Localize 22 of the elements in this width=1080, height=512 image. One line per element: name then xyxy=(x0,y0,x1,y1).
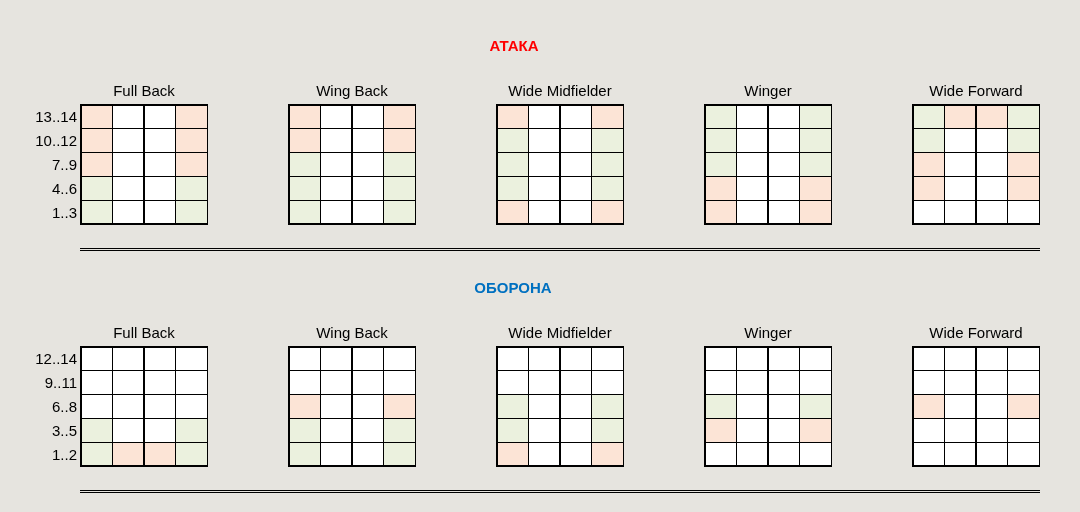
row-label: 9..11 xyxy=(44,374,77,392)
grid-heading: Wide Forward xyxy=(929,82,1023,100)
row-label: 7..9 xyxy=(51,156,77,174)
grid-heading: Wide Forward xyxy=(929,324,1023,342)
row-label: 13..14 xyxy=(35,108,77,126)
grid-heading: Wing Back xyxy=(316,82,388,100)
grid-heading: Winger xyxy=(744,324,792,342)
row-label: 10..12 xyxy=(35,132,77,150)
row-label: 3..5 xyxy=(51,422,77,440)
section-heading: ОБОРОНА xyxy=(474,279,552,297)
row-label: 1..2 xyxy=(51,446,77,464)
grid-heading: Wing Back xyxy=(316,324,388,342)
grid-heading: Winger xyxy=(744,82,792,100)
grid-heading: Full Back xyxy=(113,324,175,342)
section-heading: АТАКА xyxy=(489,37,539,55)
row-label: 4..6 xyxy=(51,180,77,198)
grid-heading: Wide Midfielder xyxy=(508,82,612,100)
row-label: 1..3 xyxy=(51,204,77,222)
row-label: 6..8 xyxy=(51,398,77,416)
grid-heading: Full Back xyxy=(113,82,175,100)
row-label: 12..14 xyxy=(35,350,77,368)
grid-heading: Wide Midfielder xyxy=(508,324,612,342)
